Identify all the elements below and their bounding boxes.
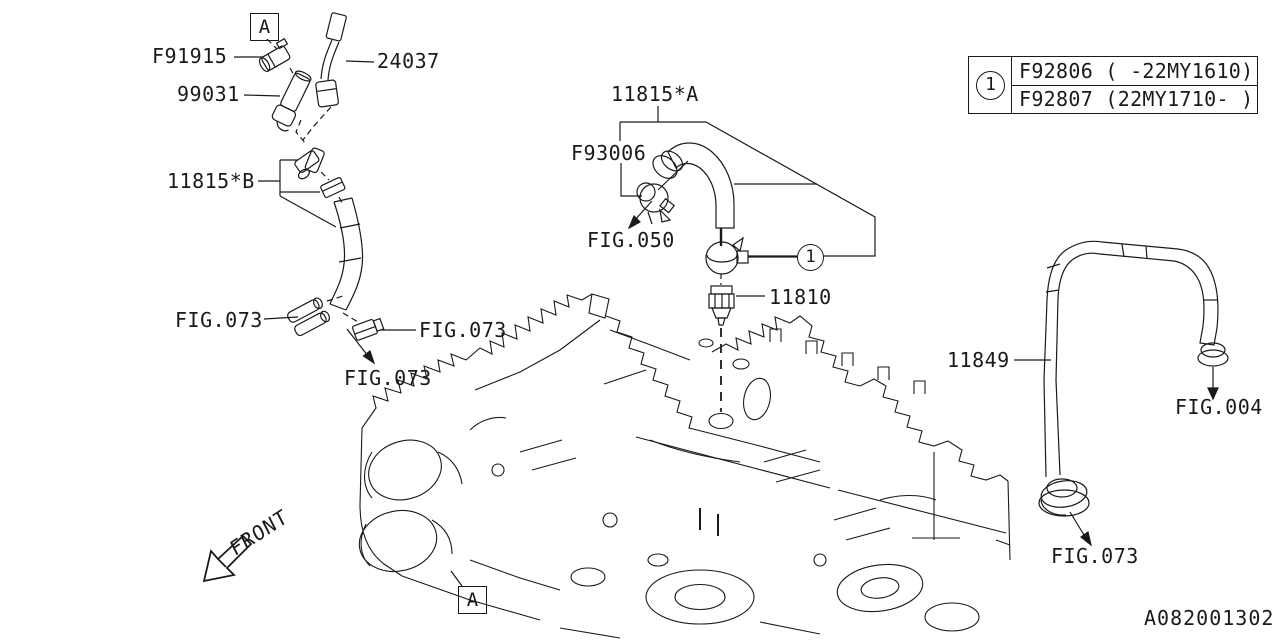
assembly-dashed-lines-left [266, 38, 359, 323]
engine-block-drawing [358, 293, 1011, 639]
label-11849: 11849 [947, 348, 1010, 372]
document-number: A082001302 [1144, 606, 1275, 630]
label-f93006: F93006 [571, 141, 647, 165]
view-marker-a-bottom: A [458, 586, 487, 614]
arrow-fig073-right [1069, 511, 1092, 547]
part-99031-drawing [271, 70, 312, 132]
pipe-24037-drawing [315, 12, 347, 108]
pcv-valve-11810-drawing [708, 285, 765, 326]
arrow-fig073-bottom [346, 328, 376, 365]
label-fig073-mid: FIG.073 [419, 318, 507, 342]
label-fig004: FIG.004 [1175, 395, 1263, 419]
label-fig050: FIG.050 [587, 228, 675, 252]
label-99031: 99031 [177, 82, 240, 106]
ref-table-row-1: F92806 ( -22MY1610) [1019, 58, 1254, 83]
clamp-f93006-drawing [636, 182, 676, 225]
callout-1-diagram: 1 [797, 244, 824, 271]
hose-11815b-drawing [294, 147, 364, 311]
callout-1-table: 1 [976, 71, 1005, 100]
label-24037: 24037 [377, 49, 440, 73]
leader-lines-left [234, 56, 463, 587]
fitting-fig073-left-drawing [287, 297, 330, 337]
label-f91915: F91915 [152, 44, 228, 68]
ref-table-callout-cell: 1 [969, 57, 1012, 113]
view-marker-a-top: A [250, 13, 279, 41]
label-11815b: 11815*B [167, 169, 255, 193]
front-arrow [202, 534, 253, 583]
hose-11849-drawing [1014, 240, 1229, 517]
connector-f91915-drawing [258, 37, 291, 72]
label-11815a: 11815*A [611, 82, 699, 106]
bracket-11815a [619, 106, 876, 257]
connector-fig073-mid-drawing [351, 317, 385, 341]
arrow-fig004 [1207, 367, 1219, 401]
label-fig073-left: FIG.073 [175, 308, 263, 332]
hose-11815a-drawing [652, 142, 735, 229]
part-reference-table: 1 F92806 ( -22MY1610) F92807 (22MY1710- … [968, 56, 1258, 114]
label-11810: 11810 [769, 285, 832, 309]
label-fig073-bottom: FIG.073 [344, 366, 432, 390]
ref-table-row-2: F92807 (22MY1710- ) [1012, 84, 1257, 114]
clamp-callout1-drawing [705, 228, 797, 285]
arrow-fig050 [627, 200, 653, 230]
label-fig073-right: FIG.073 [1051, 544, 1139, 568]
